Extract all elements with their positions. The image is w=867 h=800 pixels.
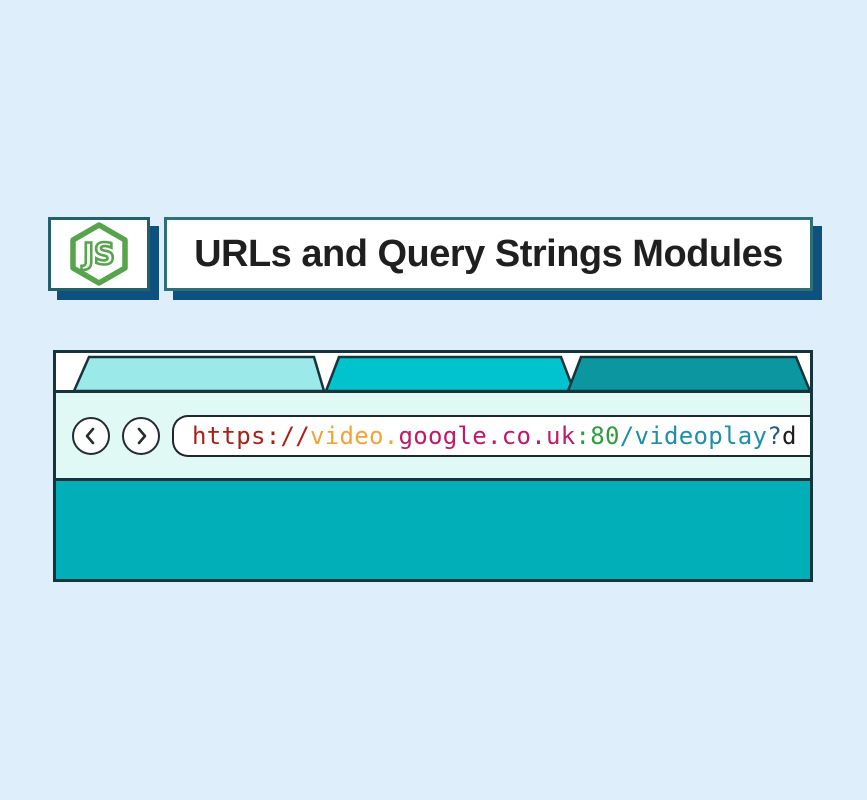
nodejs-logo-letters: JS bbox=[81, 237, 115, 271]
url-segment: :80 bbox=[575, 421, 620, 450]
back-button[interactable] bbox=[72, 416, 110, 455]
nodejs-logo-badge: JS bbox=[48, 217, 150, 291]
browser-tab-3[interactable] bbox=[567, 355, 810, 390]
browser-tabs bbox=[73, 355, 810, 390]
title-banner: URLs and Query Strings Modules bbox=[164, 217, 813, 291]
chevron-right-icon bbox=[137, 427, 147, 444]
page-title: URLs and Query Strings Modules bbox=[194, 232, 783, 275]
url-segment: /videoplay bbox=[619, 421, 768, 450]
url-segment: d bbox=[782, 421, 797, 450]
url-segment: video. bbox=[310, 421, 399, 450]
url-text: https://video.google.co.uk:80/videoplay?… bbox=[174, 422, 797, 450]
browser-window: https://video.google.co.uk:80/videoplay?… bbox=[53, 350, 813, 582]
url-segment: ? bbox=[767, 421, 782, 450]
browser-tab-strip bbox=[56, 353, 810, 393]
browser-tab-1[interactable] bbox=[73, 355, 326, 390]
chevron-left-icon bbox=[85, 427, 95, 444]
browser-content bbox=[56, 481, 810, 579]
browser-toolbar: https://video.google.co.uk:80/videoplay?… bbox=[56, 393, 810, 481]
forward-button[interactable] bbox=[122, 416, 160, 455]
url-segment: google.co.uk bbox=[398, 421, 576, 450]
address-bar[interactable]: https://video.google.co.uk:80/videoplay?… bbox=[172, 414, 810, 457]
url-segment: https:// bbox=[192, 421, 310, 450]
nodejs-logo-icon: JS bbox=[70, 222, 128, 286]
browser-tab-2[interactable] bbox=[325, 355, 575, 390]
